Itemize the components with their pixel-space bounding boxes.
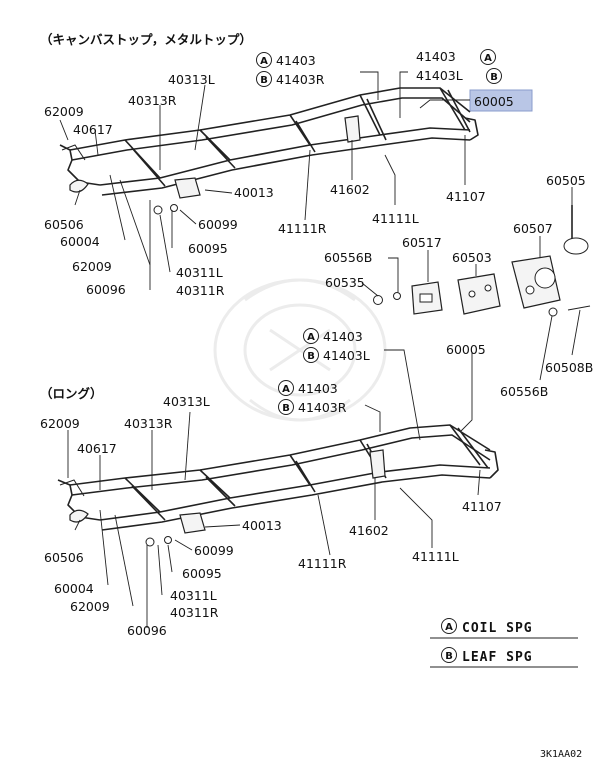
frame-drawing-bottom: [57, 424, 499, 547]
label-60095-top: 60095: [188, 241, 228, 256]
label-40013-top: 40013: [234, 185, 274, 200]
labels-bottom: A 41403 B 41403L 60005 A 41403 B 41403R …: [40, 328, 502, 638]
frame-drawing-top: [59, 87, 479, 215]
label-60503: 60503: [452, 250, 492, 265]
svg-text:A: A: [260, 56, 268, 67]
label-41403r-b-bottom-lower: 41403R: [298, 400, 347, 415]
label-40617-top: 40617: [73, 122, 113, 137]
labels-hitch: 60505 60507 60556B 60517 60503 60535 605…: [324, 173, 593, 399]
label-41111r-bottom: 41111R: [298, 556, 347, 571]
svg-text:A: A: [282, 384, 290, 395]
label-60506-top: 60506: [44, 217, 84, 232]
label-41403-a-left: 41403: [276, 53, 316, 68]
label-60506-bottom: 60506: [44, 550, 84, 565]
svg-text:B: B: [260, 75, 268, 86]
reference-code: 3K1AA02: [540, 749, 582, 760]
label-40313l-top: 40313L: [168, 72, 215, 87]
label-41111l-bottom: 41111L: [412, 549, 459, 564]
label-40311r-bottom: 40311R: [170, 605, 219, 620]
legend: A COIL SPG B LEAF SPG: [430, 618, 578, 668]
label-41111r-top: 41111R: [278, 221, 327, 236]
svg-text:B: B: [282, 403, 290, 414]
label-62009-bottom-a: 62009: [40, 416, 80, 431]
label-40311r-top: 40311R: [176, 283, 225, 298]
legend-coil-spg: COIL SPG: [462, 621, 533, 636]
label-60004-bottom: 60004: [54, 581, 94, 596]
label-40313l-bottom: 40313L: [163, 394, 210, 409]
label-60507: 60507: [513, 221, 553, 236]
label-40313r-top: 40313R: [128, 93, 177, 108]
svg-text:B: B: [490, 72, 498, 83]
label-62009-bottom-b: 62009: [70, 599, 110, 614]
label-41403l-b-right: 41403L: [416, 68, 463, 83]
svg-text:A: A: [445, 622, 453, 633]
label-60099-bottom: 60099: [194, 543, 234, 558]
label-60096-top: 60096: [86, 282, 126, 297]
svg-text:B: B: [445, 651, 453, 662]
section-title-top: （キャンバストップ，メタルトップ）: [40, 32, 252, 47]
label-41602-bottom: 41602: [349, 523, 389, 538]
label-41403-a-right: 41403: [416, 49, 456, 64]
label-60556b-bottom: 60556B: [500, 384, 548, 399]
svg-text:A: A: [307, 332, 315, 343]
label-40311l-bottom: 40311L: [170, 588, 217, 603]
label-60517: 60517: [402, 235, 442, 250]
label-40313r-bottom: 40313R: [124, 416, 173, 431]
label-41107-top: 41107: [446, 189, 486, 204]
label-62009-top-b: 62009: [72, 259, 112, 274]
label-41403l-b-bottom-upper: 41403L: [323, 348, 370, 363]
label-60535: 60535: [325, 275, 365, 290]
section-title-bottom: （ロング）: [40, 386, 103, 401]
svg-text:A: A: [484, 53, 492, 64]
label-62009-top-a: 62009: [44, 104, 84, 119]
label-41602-top: 41602: [330, 182, 370, 197]
labels-top: A 41403 B 41403R 41403 A 41403L B 60005 …: [44, 49, 514, 298]
label-40617-bottom: 40617: [77, 441, 117, 456]
hitch-drawing: [373, 205, 591, 317]
legend-leaf-spg: LEAF SPG: [462, 650, 533, 665]
label-40311l-top: 40311L: [176, 265, 223, 280]
label-60505: 60505: [546, 173, 586, 188]
label-60004-top: 60004: [60, 234, 100, 249]
label-60005-highlighted: 60005: [474, 94, 514, 109]
label-41403r-b-left: 41403R: [276, 72, 325, 87]
label-60095-bottom: 60095: [182, 566, 222, 581]
highlight-60005: [469, 89, 533, 112]
svg-text:B: B: [307, 351, 315, 362]
label-60099-top: 60099: [198, 217, 238, 232]
label-41403-a-bottom-upper: 41403: [323, 329, 363, 344]
label-60556b-top: 60556B: [324, 250, 372, 265]
label-41111l-top: 41111L: [372, 211, 419, 226]
leaders-top: [59, 71, 470, 290]
label-60096-bottom: 60096: [127, 623, 167, 638]
leaders-hitch: [361, 187, 581, 381]
label-40013-bottom: 40013: [242, 518, 282, 533]
label-60005-bottom: 60005: [446, 342, 486, 357]
leaders-bottom: [67, 349, 481, 628]
label-41107-bottom: 41107: [462, 499, 502, 514]
label-60508b: 60508B: [545, 360, 593, 375]
label-41403-a-bottom-lower: 41403: [298, 381, 338, 396]
